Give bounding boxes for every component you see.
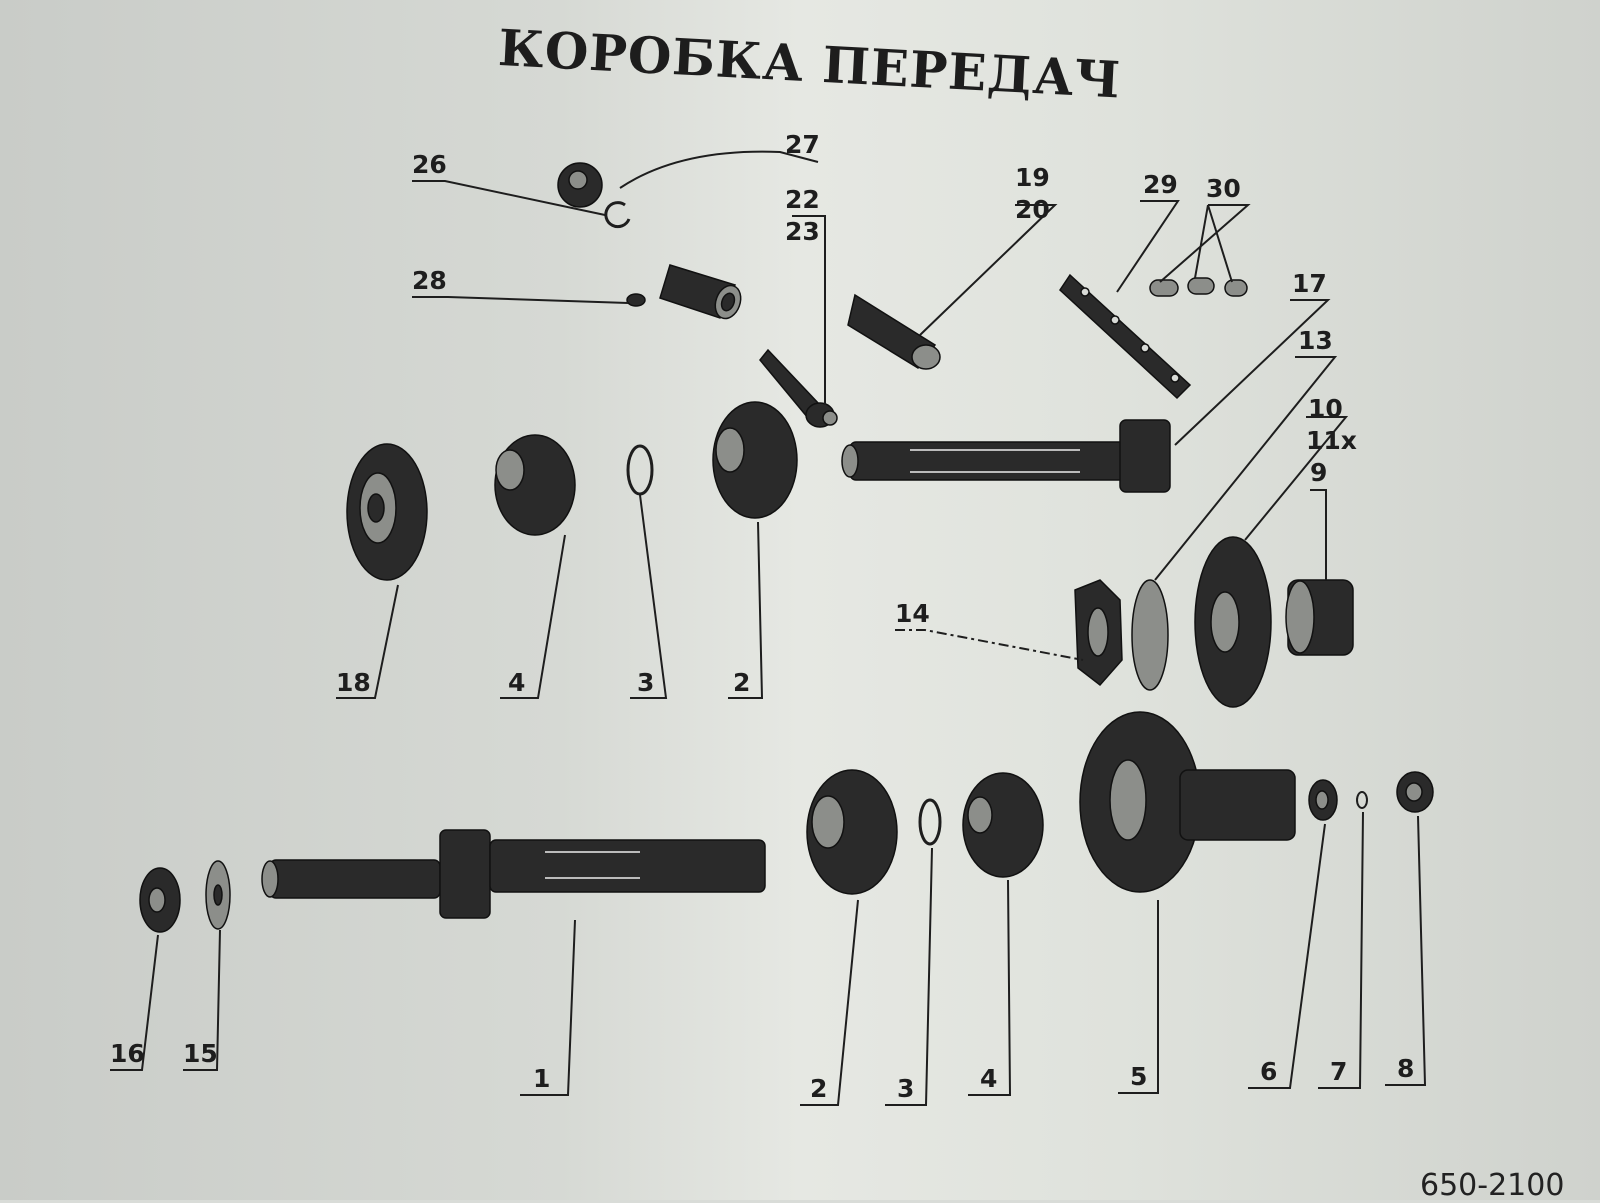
callout-3-lower: 3 — [897, 1074, 914, 1103]
part-3-snap-ring-upper — [626, 444, 654, 496]
part-6-nut — [1308, 779, 1338, 821]
part-3-snap-ring-lower — [918, 798, 942, 846]
callout-9: 9 — [1310, 458, 1327, 487]
leader-lines — [110, 150, 1427, 1106]
callout-15: 15 — [183, 1039, 218, 1068]
part-17-output-shaft — [841, 419, 1171, 493]
callout-19: 19 — [1015, 163, 1050, 192]
callout-4-lower: 4 — [980, 1064, 997, 1093]
callout-13: 13 — [1298, 326, 1333, 355]
catalog-code: 650-2100 — [1420, 1168, 1565, 1203]
callout-5: 5 — [1130, 1062, 1147, 1091]
part-4-gear-upper — [494, 434, 576, 536]
callout-7: 7 — [1330, 1057, 1347, 1086]
callout-14: 14 — [895, 599, 930, 628]
callout-18: 18 — [336, 668, 371, 697]
callout-2-lower: 2 — [810, 1074, 827, 1103]
part-sleeve-tube — [659, 264, 742, 320]
callout-17: 17 — [1292, 269, 1327, 298]
part-19-20-shaft — [847, 293, 941, 370]
part-27-bushing — [557, 162, 603, 208]
part-2-gear-upper — [712, 401, 798, 519]
part-13-lock-washer — [1131, 579, 1169, 691]
part-10-11-sprocket — [1194, 536, 1272, 708]
part-16-nut — [139, 867, 181, 933]
callout-23: 23 — [785, 217, 820, 246]
part-1-main-shaft — [261, 829, 766, 919]
callout-11x: 11x — [1306, 426, 1357, 455]
callout-26: 26 — [412, 150, 447, 179]
callout-30: 30 — [1206, 174, 1241, 203]
part-2-gear-lower — [806, 769, 898, 895]
callout-4-upper: 4 — [508, 668, 525, 697]
part-15-washer — [205, 860, 231, 930]
part-26-circlip — [604, 201, 631, 229]
part-29-chain — [1059, 273, 1192, 400]
part-28-pin — [626, 293, 646, 307]
part-8-nut — [1396, 771, 1434, 813]
callout-16: 16 — [110, 1039, 145, 1068]
callout-3-upper: 3 — [637, 668, 654, 697]
callout-10: 10 — [1308, 394, 1343, 423]
callout-1: 1 — [533, 1064, 550, 1093]
callout-28: 28 — [412, 266, 447, 295]
part-18-gear — [346, 443, 428, 581]
callout-2-upper: 2 — [733, 668, 750, 697]
part-22-23-spindle — [759, 348, 838, 428]
callout-22: 22 — [785, 185, 820, 214]
part-9-bearing — [1285, 579, 1354, 656]
part-4-gear-lower — [962, 772, 1044, 878]
callout-20: 20 — [1015, 195, 1050, 224]
part-7-washer — [1356, 791, 1368, 809]
part-14-nut — [1074, 579, 1123, 687]
part-5-gear-sleeve — [1079, 711, 1296, 893]
callout-29: 29 — [1143, 170, 1178, 199]
callout-27: 27 — [785, 130, 820, 159]
callout-6: 6 — [1260, 1057, 1277, 1086]
callout-8: 8 — [1397, 1054, 1414, 1083]
part-30-chain-links — [1149, 277, 1248, 297]
